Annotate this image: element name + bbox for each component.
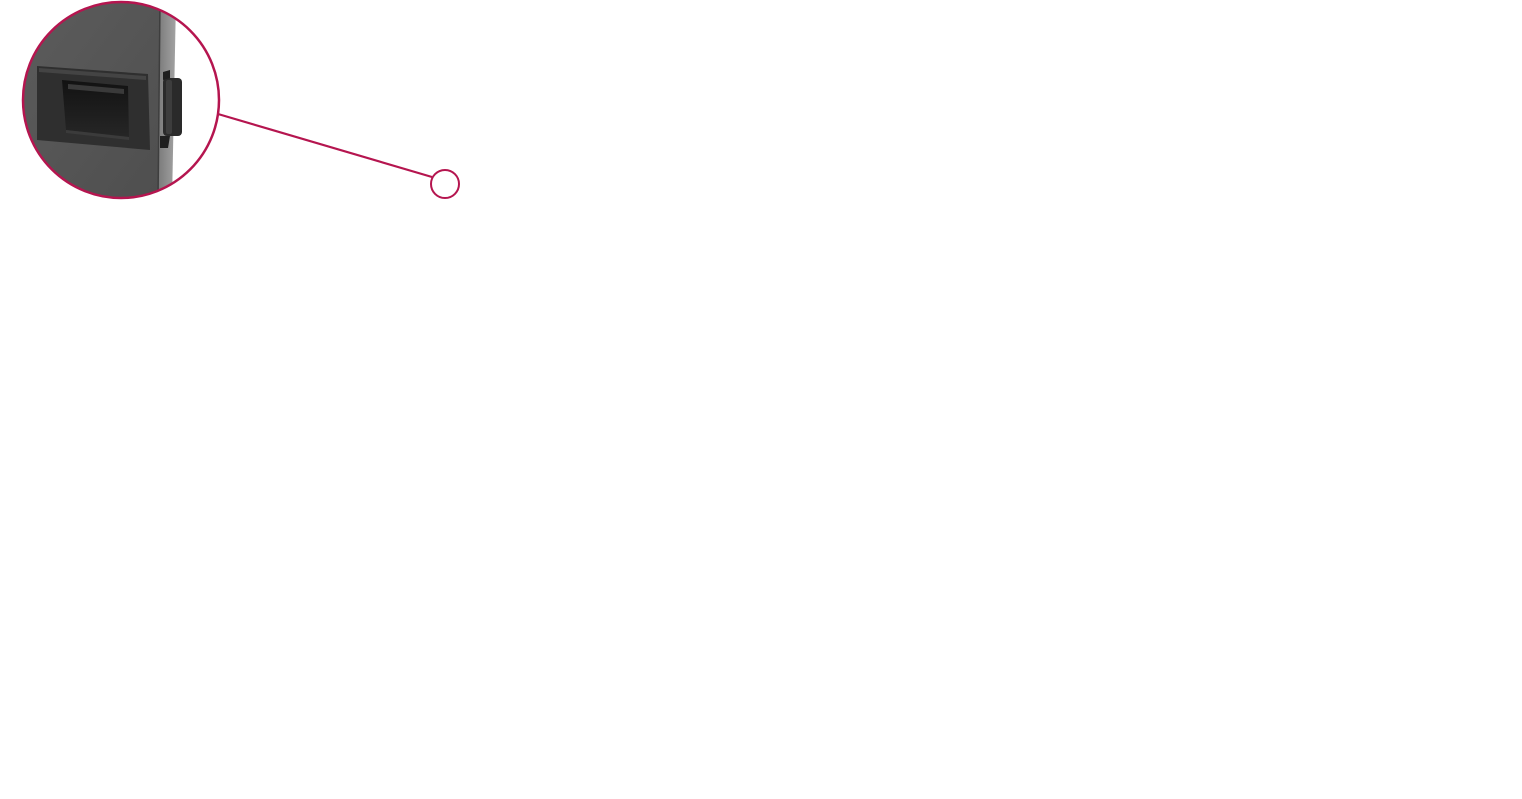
target-marker — [430, 169, 460, 199]
leader-line — [217, 112, 433, 179]
recessed-handle-icon — [37, 66, 150, 150]
latch-icon — [160, 70, 182, 148]
magnifier-lens — [23, 2, 182, 198]
magnifier-border — [21, 0, 221, 200]
